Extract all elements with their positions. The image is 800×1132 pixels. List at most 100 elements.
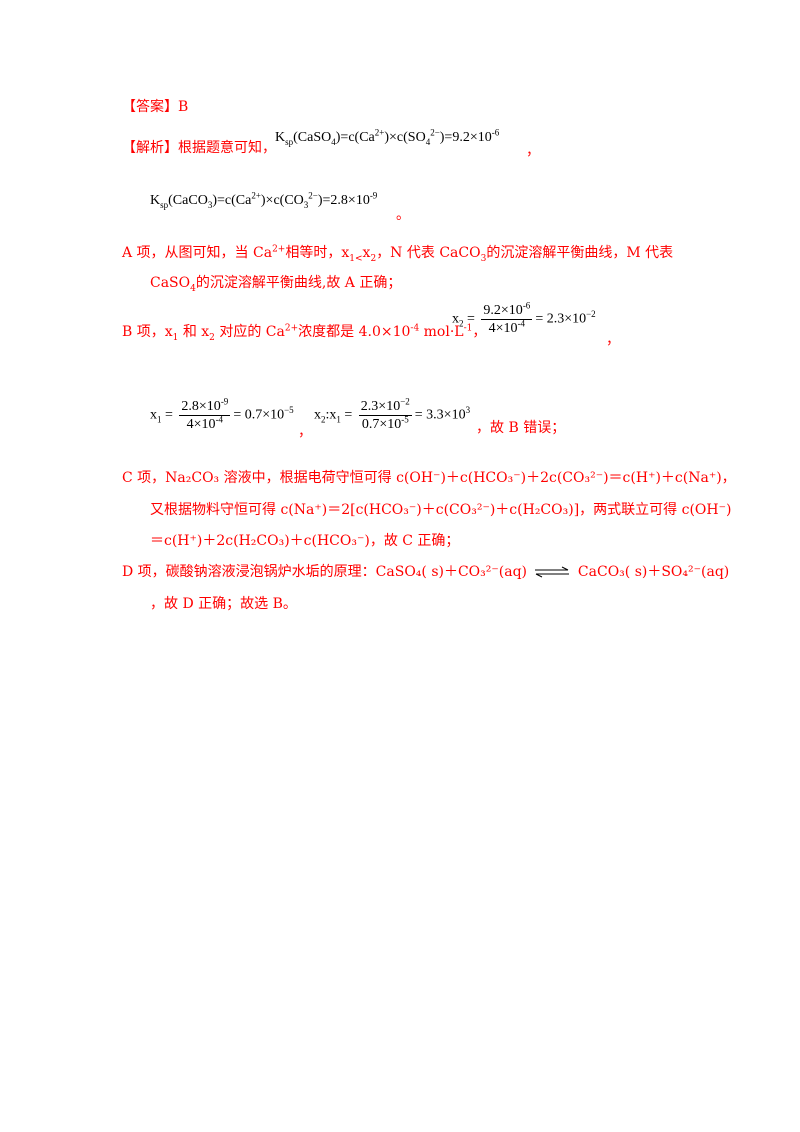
item-a-sub: 1< <box>349 253 363 264</box>
ksp-caco3-co-charge: 2− <box>308 190 318 201</box>
ksp-caso4-so-charge: 2− <box>430 127 440 138</box>
ksp-sub: sp <box>285 136 294 147</box>
item-b-exp: -4 <box>410 323 420 334</box>
item-b-text: B 项，x <box>122 324 173 340</box>
x1-numerator-exp: -9 <box>220 396 229 407</box>
item-b-charge: 2+ <box>284 323 299 334</box>
item-b-exp: -1 <box>463 323 473 334</box>
ksp-caso4-mid: )=c(Ca <box>335 130 375 145</box>
ksp-k: K <box>275 130 286 145</box>
x1-separator: ， <box>298 424 312 440</box>
x2-fraction: 9.2×10-6 4×10-4 <box>481 300 533 337</box>
analysis-lead: 根据题意可知， <box>178 140 276 156</box>
ksp-caso4-text: (CaSO <box>293 130 332 145</box>
x2-numerator: 9.2×10 <box>483 303 523 318</box>
ksp-caso4-exp: -6 <box>491 127 500 138</box>
item-b-text: 对应的 Ca <box>214 324 285 340</box>
item-a-charge: 2+ <box>272 244 286 255</box>
ksp-caco3-period: 。 <box>396 207 410 223</box>
x2-result: = 2.3×10 <box>535 311 587 327</box>
ratio-denominator-exp: -5 <box>401 414 409 425</box>
ksp-caco3-mult: )×c(CO <box>260 193 304 208</box>
equilibrium-arrow-icon <box>535 566 570 578</box>
item-d-line-1: D 项，碳酸钠溶液浸泡锅炉水垢的原理：CaSO₄( s)＋CO₃²⁻(aq) C… <box>122 562 729 582</box>
ratio-equation: x2:x1 = 2.3×10−2 0.7×10-5 = 3.3×103 <box>314 396 471 433</box>
ksp-caso4-sub: 4 <box>331 136 336 147</box>
item-b-text: ， <box>472 324 487 340</box>
item-b-conclusion: ，故 B 错误； <box>476 420 566 436</box>
x2-denominator: 4×10 <box>488 321 518 336</box>
item-b-text: mol·L <box>419 324 464 340</box>
ksp-caso4-comma: ， <box>526 143 540 159</box>
item-d-products: CaCO₃( s)＋SO₄²⁻(aq) <box>577 564 730 580</box>
x1-sub: 1 <box>157 414 162 425</box>
item-a-sub: 4 <box>190 283 196 294</box>
x1-equation: x1 = 2.8×10-9 4×10-4 = 0.7×10−5 <box>150 396 294 433</box>
ratio-denominator: 0.7×10 <box>361 417 402 432</box>
ksp-k: K <box>150 193 161 208</box>
answer-line: 【答案】B <box>122 97 188 117</box>
item-a-line-1: A 项，从图可知，当 Ca2+相等时，x1<x2，N 代表 CaCO3的沉淀溶解… <box>122 243 673 263</box>
x1-numerator: 2.8×10 <box>181 399 221 414</box>
item-b-text: 浓度都是 4.0×10 <box>298 324 411 340</box>
ksp-caso4-formula: Ksp(CaSO4)=c(Ca2+)×c(SO42−)=9.2×10-6 <box>275 127 500 147</box>
ratio-sub: 2 <box>321 414 326 425</box>
item-d-line-2: ，故 D 正确；故选 B。 <box>150 596 297 612</box>
ratio-result: = 3.3×10 <box>414 407 466 423</box>
x2-equation: x2 = 9.2×10-6 4×10-4 = 2.3×10−2 <box>452 300 596 337</box>
x2-symbol: x <box>452 311 459 327</box>
ratio-numerator-exp: −2 <box>400 396 410 407</box>
ratio-result-exp: 3 <box>465 405 471 416</box>
x2-sub: 2 <box>459 318 464 329</box>
x1-fraction: 2.8×10-9 4×10-4 <box>179 396 231 433</box>
analysis-label: 【解析】 <box>122 140 178 156</box>
x2-denominator-exp: -4 <box>517 318 526 329</box>
item-a-text: 的沉淀溶解平衡曲线,故 A 正确； <box>195 275 402 291</box>
item-b-text: 和 x <box>178 324 210 340</box>
analysis-line: 【解析】根据题意可知， <box>122 138 276 158</box>
answer-value: B <box>178 99 189 115</box>
item-a-sub: 2 <box>370 253 377 264</box>
item-c-line-2: 又根据物料守恒可得 c(Na⁺)＝2[c(HCO₃⁻)＋c(CO₃²⁻)＋c(H… <box>150 502 732 518</box>
ksp-caco3-sub: 3 <box>207 199 213 210</box>
ratio-sub: 1 <box>336 414 341 425</box>
answer-label: 【答案】 <box>122 99 178 115</box>
item-c-line-1: C 项，Na₂CO₃ 溶液中，根据电荷守恒可得 c(OH⁻)＋c(HCO₃⁻)＋… <box>122 470 736 486</box>
x1-result-exp: −5 <box>284 405 294 416</box>
x1-symbol: x <box>150 407 157 423</box>
ksp-caco3-text: (CaCO <box>168 193 208 208</box>
item-a-text: CaSO <box>150 275 191 291</box>
ksp-caso4-mult: )×c(SO <box>384 130 426 145</box>
ksp-caco3-end: )=2.8×10 <box>317 193 370 208</box>
item-a-line-2: CaSO4的沉淀溶解平衡曲线,故 A 正确； <box>150 273 401 293</box>
item-d-reactants: D 项，碳酸钠溶液浸泡锅炉水垢的原理：CaSO₄( s)＋CO₃²⁻(aq) <box>122 564 528 580</box>
item-a-text: A 项，从图可知，当 Ca <box>122 245 273 261</box>
ratio-numerator: 2.3×10 <box>360 399 401 414</box>
ksp-sub: sp <box>160 199 169 210</box>
item-b-sub: 1 <box>172 332 179 343</box>
ratio-x2: x <box>314 407 321 423</box>
item-a-text: ，N 代表 CaCO <box>376 245 481 261</box>
x1-denominator: 4×10 <box>186 417 216 432</box>
x2-comma: ， <box>606 332 620 348</box>
item-b-sub: 2 <box>209 332 215 343</box>
item-a-text: 相等时，x <box>285 245 350 261</box>
item-a-text: x <box>362 245 371 261</box>
ksp-caco3-co-sub: 3 <box>303 199 309 210</box>
item-b-line-1: B 项，x1 和 x2 对应的 Ca2+浓度都是 4.0×10-4 mol·L-… <box>122 322 486 342</box>
item-c-line-3: ＝c(H⁺)＋2c(H₂CO₃)＋c(HCO₃⁻)，故 C 正确； <box>150 533 460 549</box>
ksp-caso4-ca-charge: 2+ <box>374 127 385 138</box>
ksp-caso4-so-sub: 4 <box>425 136 431 147</box>
ksp-caco3-mid: )=c(Ca <box>212 193 252 208</box>
ksp-caso4-end: )=9.2×10 <box>439 130 492 145</box>
x2-result-exp: −2 <box>586 309 596 320</box>
item-a-text: 的沉淀溶解平衡曲线，M 代表 <box>486 245 674 261</box>
x1-result: = 0.7×10 <box>233 407 285 423</box>
ksp-caco3-exp: -9 <box>369 190 378 201</box>
x1-denominator-exp: -4 <box>215 414 224 425</box>
ratio-fraction: 2.3×10−2 0.7×10-5 <box>358 396 412 433</box>
item-a-sub: 3 <box>480 253 487 264</box>
ksp-caco3-formula: Ksp(CaCO3)=c(Ca2+)×c(CO32−)=2.8×10-9 <box>150 190 378 210</box>
x2-numerator-exp: -6 <box>522 300 531 311</box>
